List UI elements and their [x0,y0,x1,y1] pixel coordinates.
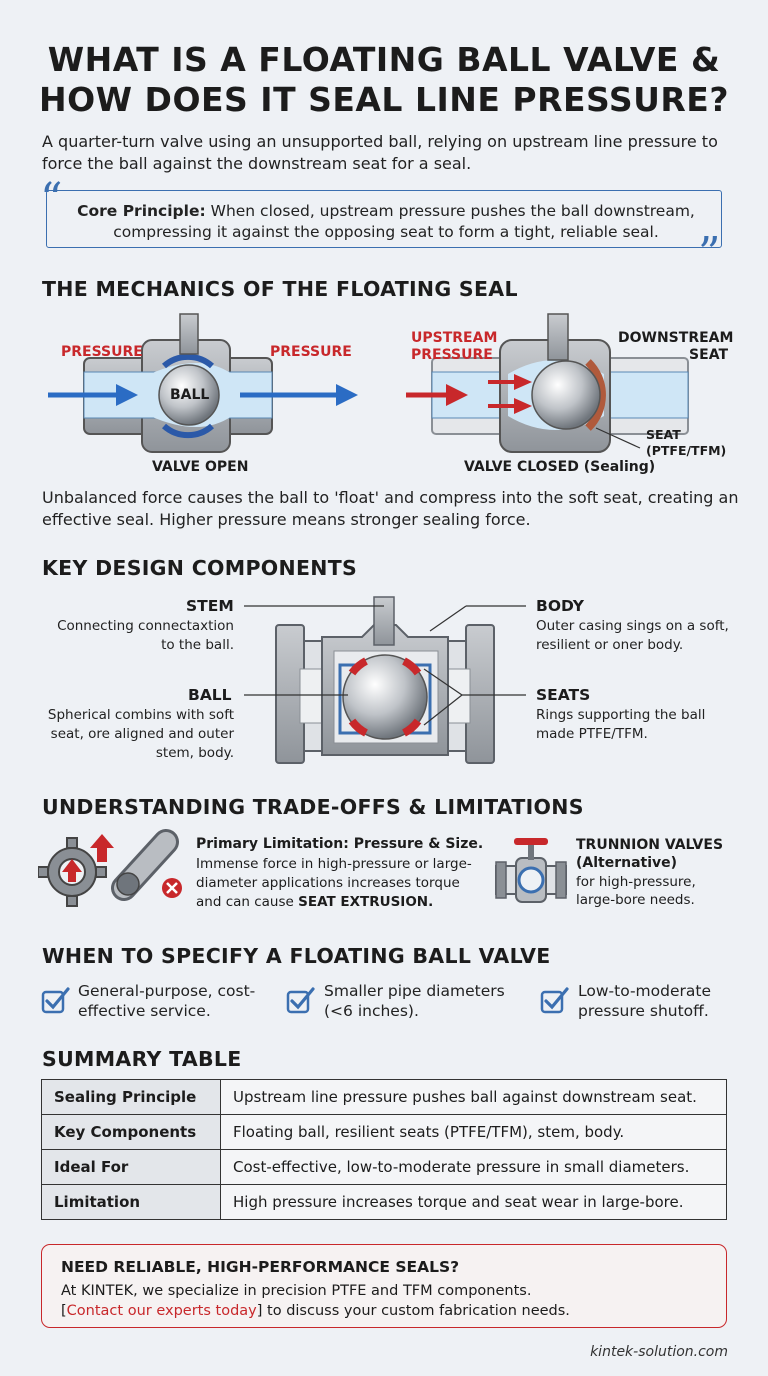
contact-experts-link[interactable]: Contact our experts today [66,1303,257,1319]
specify-item-1: General-purpose, cost-effective service. [78,982,256,1020]
trunnion-valve-icon [495,838,567,903]
cta-title: NEED RELIABLE, HIGH-PERFORMANCE SEALS? [61,1258,460,1276]
stem-title: STEM [186,597,234,615]
cta-text: At KINTEK, we specialize in precision PT… [61,1281,721,1321]
trunnion-title: TRUNNION VALVES (Alternative) [576,837,724,871]
summary-value: Cost-effective, low-to-moderate pressure… [220,1149,727,1185]
intro-text: A quarter-turn valve using an unsupporte… [42,132,718,173]
primary-limitation-title: Primary Limitation: Pressure & Size. [196,836,484,852]
seats-desc: Rings supporting the ball made PTFE/TFM. [536,707,706,742]
valve-cutaway-graphic [244,596,526,764]
seats-title: SEATS [536,686,591,704]
summary-value: Upstream line pressure pushes ball again… [220,1079,727,1115]
mechanics-heading: THE MECHANICS OF THE FLOATING SEAL [42,277,518,301]
summary-key: Key Components [41,1114,221,1150]
ball-desc: Spherical combins with soft seat, ore al… [47,707,234,761]
summary-value: High pressure increases torque and seat … [220,1184,727,1220]
gear-pressure-icon [38,834,114,907]
footer-url[interactable]: kintek-solution.com [590,1344,728,1360]
summary-key: Sealing Principle [41,1079,221,1115]
check-icon [41,987,70,1014]
core-principle-text: Core Principle: When closed, upstream pr… [56,201,716,243]
check-icon [540,987,569,1014]
trunnion-text: for high-pressure, large-bore needs. [576,874,696,908]
closed-valve-graphic [406,313,689,453]
ball-title: BALL [188,686,232,704]
open-quote-icon: “ [40,174,63,225]
specify-item-3: Low-to-moderate pressure shutoff. [578,982,711,1020]
components-diagram [244,596,526,764]
seat-material-label: SEAT (PTFE/TFM) [646,427,727,458]
specify-item-2: Smaller pipe diameters (<6 inches). [324,982,505,1020]
core-principle-body: When closed, upstream pressure pushes th… [113,202,695,241]
open-pressure-right-label: PRESSURE [270,344,352,360]
downstream-seat-label: DOWNSTREAM SEAT [618,330,734,363]
body-title: BODY [536,597,584,615]
page-title: WHAT IS A FLOATING BALL VALVE & HOW DOES… [20,40,748,120]
pipe-extrusion-icon [111,829,182,901]
open-valve-caption: VALVE OPEN [152,459,249,475]
summary-table: Sealing Principle Upstream line pressure… [41,1079,727,1220]
open-pressure-left-label: PRESSURE [61,344,143,360]
title-line-2: HOW DOES IT SEAL LINE PRESSURE? [39,80,729,119]
tradeoffs-heading: UNDERSTANDING TRADE-OFFS & LIMITATIONS [42,795,584,819]
specify-heading: WHEN TO SPECIFY A FLOATING BALL VALVE [42,944,551,968]
check-icon [286,987,315,1014]
closed-valve-caption: VALVE CLOSED (Sealing) [464,459,656,475]
table-row: Limitation High pressure increases torqu… [41,1184,727,1220]
cta-line-1: At KINTEK, we specialize in precision PT… [61,1283,532,1299]
cta-box [41,1244,727,1328]
stem-desc: Connecting connectaxtion to the ball. [57,618,234,653]
table-row: Sealing Principle Upstream line pressure… [41,1079,727,1115]
core-principle-box [46,190,722,248]
seat-extrusion-label: SEAT EXTRUSION. [298,894,434,910]
open-ball-label: BALL [170,387,210,403]
table-row: Key Components Floating ball, resilient … [41,1114,727,1150]
body-desc: Outer casing sings on a soft, resilient … [536,618,729,653]
title-line-1: WHAT IS A FLOATING BALL VALVE & [47,40,721,79]
summary-value: Floating ball, resilient seats (PTFE/TFM… [220,1114,727,1150]
summary-key: Limitation [41,1184,221,1220]
close-quote-icon: ” [698,228,721,279]
limitation-icons [38,829,182,907]
open-valve-graphic [48,313,358,453]
components-heading: KEY DESIGN COMPONENTS [42,556,358,580]
cta-line-2: [Contact our experts today] to discuss y… [61,1303,570,1319]
core-principle-label: Core Principle: [77,202,206,220]
mechanics-diagram [48,313,689,453]
summary-heading: SUMMARY TABLE [42,1047,242,1071]
mechanics-explanation: Unbalanced force causes the ball to 'flo… [42,488,739,529]
upstream-pressure-label: UPSTREAM PRESSURE [411,330,498,363]
summary-key: Ideal For [41,1149,221,1185]
table-row: Ideal For Cost-effective, low-to-moderat… [41,1149,727,1185]
primary-limitation-text: Immense force in high-pressure or large-… [196,856,472,910]
